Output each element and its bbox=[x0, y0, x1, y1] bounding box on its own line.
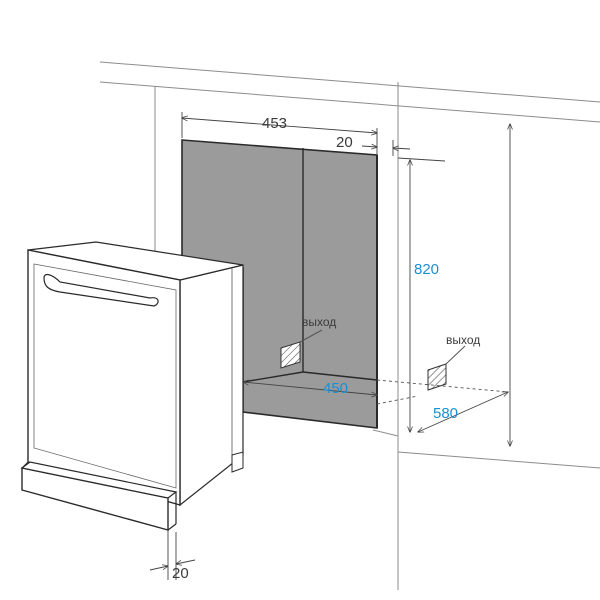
door-handle bbox=[43, 273, 159, 307]
label-outlet-inside: выход bbox=[302, 315, 336, 329]
label-outlet-outside: выход bbox=[446, 333, 480, 347]
dishwasher-door-inner-panel bbox=[33, 263, 177, 489]
dim-label-gap-top: 20 bbox=[336, 134, 353, 151]
dimension-lines bbox=[149, 112, 510, 580]
floor-projection bbox=[376, 379, 509, 405]
outlet-outside-box bbox=[427, 345, 466, 391]
dim-label-580: 580 bbox=[433, 405, 458, 422]
dim-line-580 bbox=[418, 392, 508, 432]
dim-label-453: 453 bbox=[262, 115, 287, 132]
dishwasher-door bbox=[27, 249, 181, 506]
wall-outline bbox=[99, 61, 600, 590]
dim-label-820: 820 bbox=[414, 261, 439, 278]
dim-label-panel-offset: 20 bbox=[172, 565, 189, 582]
dim-label-450: 450 bbox=[323, 380, 348, 397]
dim-line-450 bbox=[243, 382, 377, 395]
outlet-inside-box bbox=[280, 329, 323, 369]
dishwasher bbox=[20, 241, 244, 531]
dim-line-453 bbox=[182, 118, 377, 133]
niche-floor-edge-back bbox=[302, 371, 378, 381]
